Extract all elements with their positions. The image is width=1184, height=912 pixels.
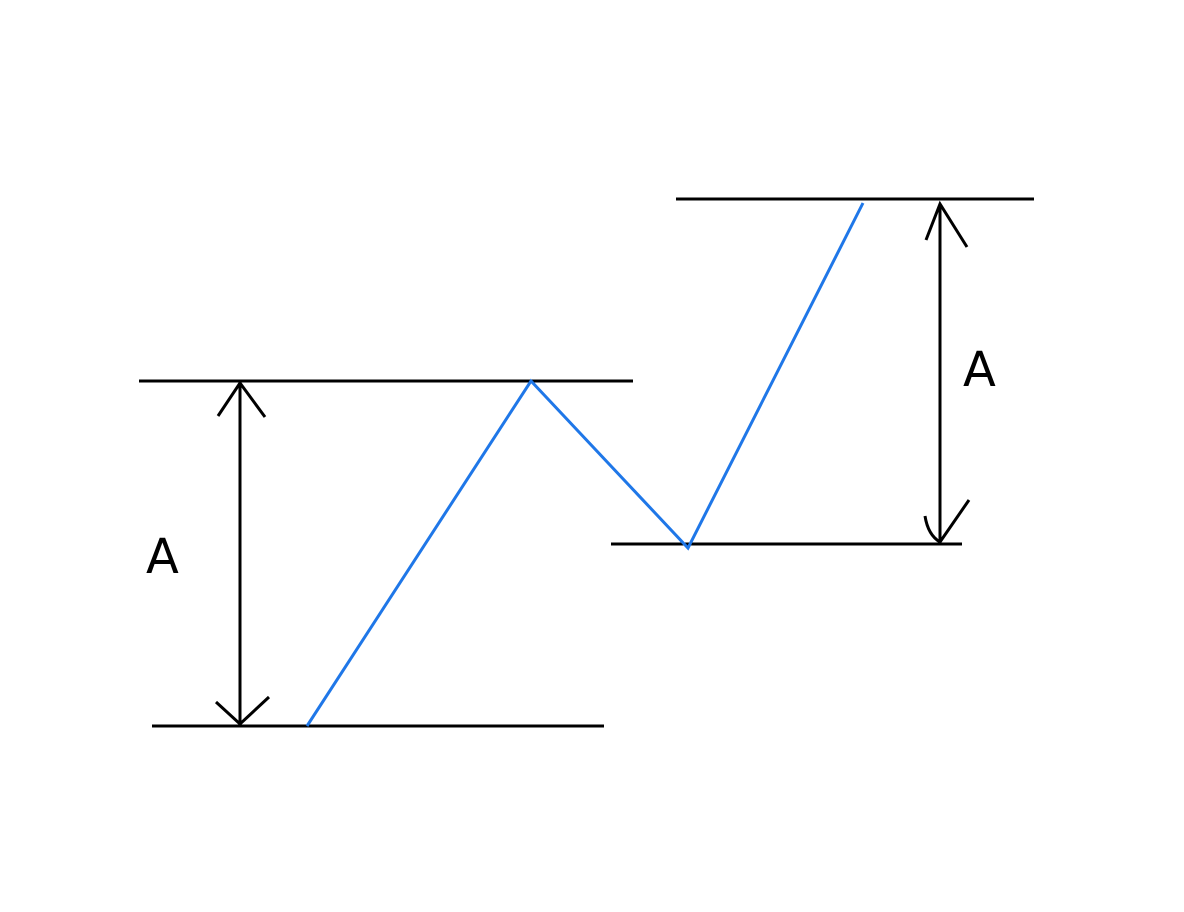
left-measure-up-arrowhead bbox=[216, 380, 267, 418]
right-measure-label: A bbox=[963, 342, 996, 398]
left-measure-down-arrowhead bbox=[214, 695, 271, 727]
right-measure-down-arrowhead bbox=[923, 499, 971, 544]
price-zigzag-path bbox=[305, 202, 865, 727]
right-measure-up-arrowhead bbox=[924, 200, 969, 248]
left-measure-label: A bbox=[146, 529, 179, 585]
